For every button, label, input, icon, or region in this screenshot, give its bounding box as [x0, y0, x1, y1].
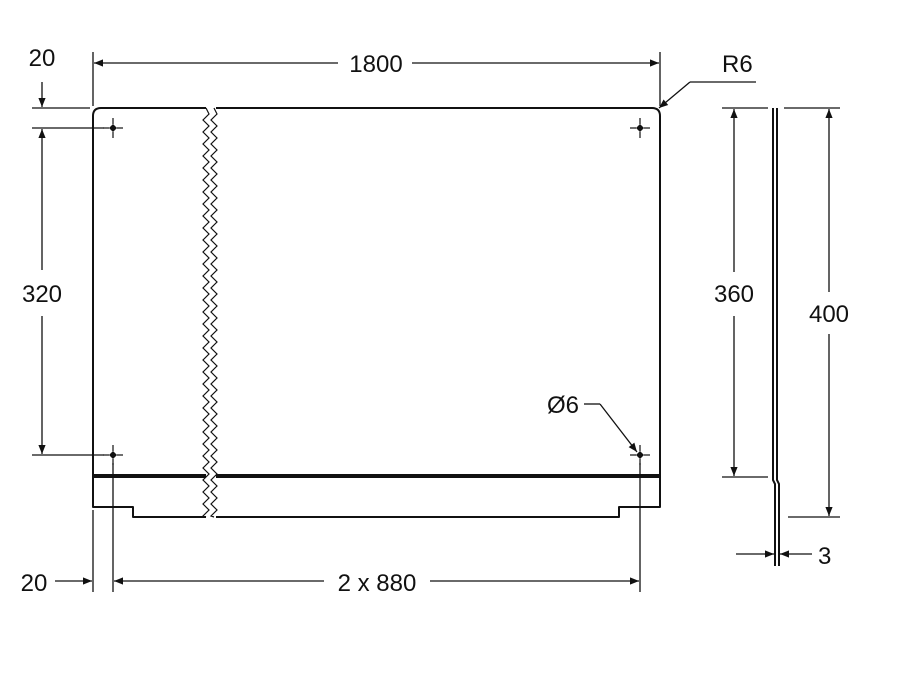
dim-width-total: 1800	[349, 51, 402, 78]
panel-front-view	[92, 107, 661, 518]
leader-r6-diagonal	[658, 81, 691, 109]
dim-hole-spacing-vertical: 320	[22, 281, 62, 308]
side-profile	[772, 108, 780, 566]
break-line-left	[201, 107, 210, 518]
dimensions: 1800 R6 20 320 360 400 Ø6	[21, 45, 849, 597]
dim-corner-radius: R6	[722, 51, 753, 78]
dim-hole-diameter: Ø6	[547, 392, 579, 419]
panel-right-segment	[216, 107, 661, 518]
dim-thickness: 3	[818, 543, 831, 570]
leader-d6-diagonal	[599, 403, 638, 453]
panel-side-view	[772, 108, 780, 566]
dim-left-offset: 20	[21, 570, 48, 597]
hole-bottom-left	[103, 445, 123, 465]
dim-side-height-inner: 360	[714, 281, 754, 308]
dim-hole-spacing-horizontal: 2 x 880	[338, 570, 417, 597]
hole-top-right	[630, 118, 650, 138]
hole-bottom-right	[630, 445, 650, 465]
mounting-holes	[103, 118, 650, 465]
dim-top-offset: 20	[29, 45, 56, 72]
dim-side-height-total: 400	[809, 301, 849, 328]
break-line-right	[209, 107, 218, 518]
hole-top-left	[103, 118, 123, 138]
